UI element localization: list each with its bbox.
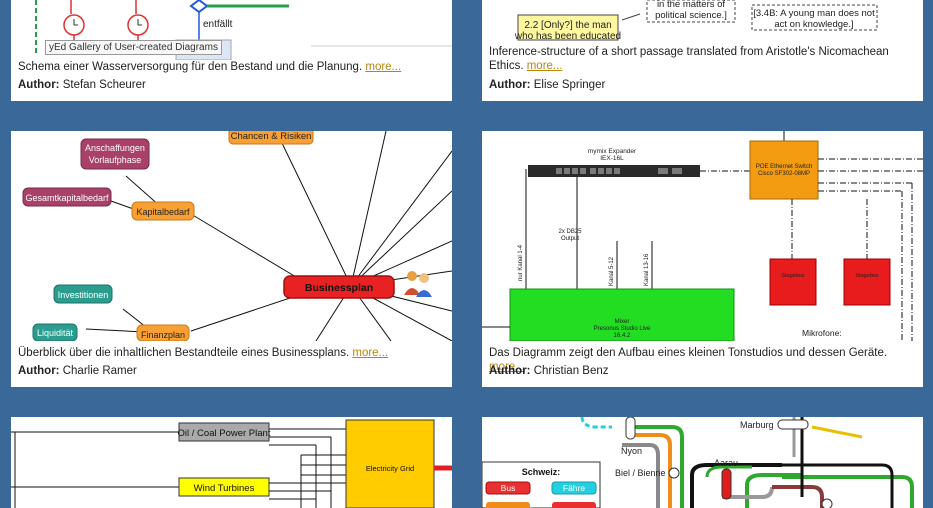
author-label: Author: (18, 365, 60, 377)
author-name: Stefan Scheurer (62, 79, 146, 91)
stagebox-1: Stagebox (781, 273, 804, 279)
kanal-3-label: Kanal 13-16 (644, 253, 650, 286)
mixer-version: 16.4.2 (614, 333, 631, 339)
more-link[interactable]: more... (526, 60, 563, 72)
expander-label: mymix Expander (588, 148, 637, 155)
node-finanzplan: Finanzplan (141, 330, 185, 340)
card-caption: Inference-structure of a short passage t… (489, 45, 917, 73)
transit-map: Nyon Biel / Bienne Aarau Marburg Schweiz… (482, 417, 914, 508)
card-author: Author: Elise Springer (489, 79, 605, 91)
grid-label: Electricity Grid (366, 464, 414, 473)
node-gesamtkapitalbedarf: Gesamtkapitalbedarf (25, 193, 109, 203)
gallery-card-ethics[interactable]: 2.2 [Only?] the man who has been educate… (482, 0, 923, 101)
gallery-card-energy[interactable]: Oil / Coal Power Plant Wind Turbines Ele… (11, 417, 452, 508)
db25-output: Output (561, 236, 579, 242)
station-aarau: Aarau (714, 458, 738, 468)
author-name: Charlie Ramer (62, 365, 137, 377)
mixer-label: Mixer (615, 319, 630, 325)
diagram-thumbnail[interactable]: 2.2 [Only?] the man who has been educate… (482, 0, 923, 42)
kanal-1-label: nur Kanal 1-4 (518, 244, 524, 281)
kanal-2-label: Kanal 5-12 (609, 256, 615, 286)
legend-title: Schweiz: (522, 467, 561, 477)
switch-label: POE Ethernet Switch (756, 164, 812, 170)
diagram-thumbnail[interactable]: Oil / Coal Power Plant Wind Turbines Ele… (11, 417, 452, 508)
tooltip: yEd Gallery of User-created Diagrams (45, 40, 222, 55)
node-kapitalbedarf: Kapitalbedarf (136, 207, 190, 217)
tonstudio-diagram: mymix Expander IEX-16L POE Ethernet Swit… (482, 131, 923, 341)
station-biel: Biel / Bienne (615, 468, 666, 478)
node-liquiditaet: Liquidität (37, 328, 74, 338)
ethics-box-3a: [3.4B: A young man does not (753, 8, 875, 19)
ethics-box-1: 2.2 [Only?] the man (524, 20, 611, 31)
node-businessplan: Businessplan (305, 282, 373, 294)
caption-text: Schema einer Wasserversorgung für den Be… (18, 61, 363, 73)
author-name: Christian Benz (533, 365, 609, 377)
power-plant-label: Oil / Coal Power Plant (178, 428, 271, 439)
db25-label: 2x DB25 (558, 229, 582, 235)
card-author: Author: Stefan Scheurer (18, 79, 146, 91)
legend-bus: Bus (501, 483, 516, 493)
caption-text: Überblick über die inhaltlichen Bestandt… (18, 347, 350, 359)
more-link[interactable]: more... (489, 361, 525, 373)
author-label: Author: (489, 365, 531, 377)
diagram-thumbnail[interactable]: Nyon Biel / Bienne Aarau Marburg Schweiz… (482, 417, 923, 508)
author-label: Author: (18, 79, 60, 91)
entfaellt-label: entfällt (203, 19, 233, 30)
card-caption: Das Diagramm zeigt den Aufbau eines klei… (489, 346, 917, 374)
node-anschaffungen: Anschaffungen (85, 143, 145, 153)
node-investitionen: Investitionen (58, 290, 109, 300)
caption-text: Inference-structure of a short passage t… (489, 46, 889, 72)
gallery-card-transit[interactable]: Nyon Biel / Bienne Aarau Marburg Schweiz… (482, 417, 923, 508)
node-chancen: Chancen & Risiken (231, 131, 312, 142)
node-vorlaufphase: Vorlaufphase (89, 155, 142, 165)
card-author: Author: Charlie Ramer (18, 365, 137, 377)
switch-model: Cisco SF302-08MP (758, 171, 810, 177)
card-author: Author: Christian Benz (489, 365, 609, 377)
diagram-thumbnail[interactable]: mymix Expander IEX-16L POE Ethernet Swit… (482, 131, 923, 341)
author-label: Author: (489, 79, 531, 91)
mixer-model: Presonus Studio Live (594, 326, 651, 332)
mikrofone-label: Mikrofone: (802, 328, 842, 338)
people-icon (404, 271, 432, 297)
ethics-box-1b: who has been educated (514, 31, 621, 42)
gallery-card-water-supply[interactable]: entfällt yEd Gallery of User-created Dia… (11, 0, 452, 101)
more-link[interactable]: more... (365, 61, 402, 73)
author-name: Elise Springer (533, 79, 606, 91)
ethics-diagram: 2.2 [Only?] the man who has been educate… (514, 0, 878, 42)
ethics-box-2a: in the matters of (657, 0, 725, 10)
card-caption: Schema einer Wasserversorgung für den Be… (18, 60, 446, 74)
station-nyon: Nyon (621, 446, 642, 456)
ethics-box-3b: act on knowledge.] (774, 19, 853, 30)
station-marburg: Marburg (740, 420, 774, 430)
more-link[interactable]: more... (352, 347, 389, 359)
card-caption: Überblick über die inhaltlichen Bestandt… (18, 346, 446, 360)
expander-model: IEX-16L (600, 155, 624, 162)
wind-turbines-label: Wind Turbines (194, 483, 255, 494)
energy-diagram: Oil / Coal Power Plant Wind Turbines Ele… (11, 419, 452, 508)
stagebox-2: Stagebox (855, 273, 878, 279)
businessplan-mindmap: Chancen & Risiken Anschaffungen Vorlaufp… (22, 131, 452, 341)
caption-text: Das Diagramm zeigt den Aufbau eines klei… (489, 347, 888, 359)
legend-faehre: Fähre (563, 483, 585, 493)
diagram-thumbnail[interactable]: Chancen & Risiken Anschaffungen Vorlaufp… (11, 131, 452, 341)
gallery-card-tonstudio[interactable]: mymix Expander IEX-16L POE Ethernet Swit… (482, 131, 923, 387)
ethics-box-2b: political science.] (655, 10, 727, 21)
gallery-card-businessplan[interactable]: Chancen & Risiken Anschaffungen Vorlaufp… (11, 131, 452, 387)
